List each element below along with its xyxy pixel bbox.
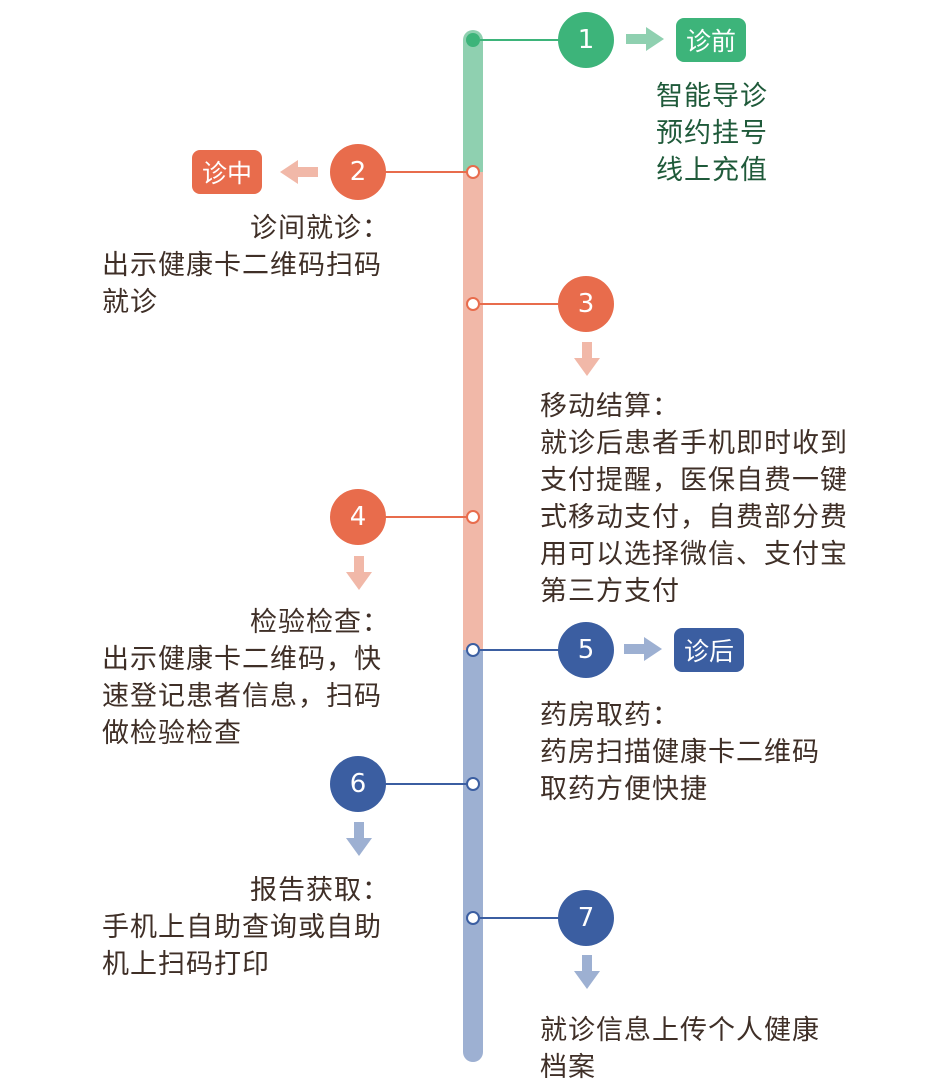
text-line: 线上充值 (656, 155, 768, 186)
timeline-node-7 (466, 911, 480, 925)
connector-5 (480, 649, 562, 651)
step-number: 5 (577, 635, 595, 665)
timeline-segment-post (463, 650, 483, 1062)
text-line: 第三方支付 (540, 576, 680, 607)
step-4-text: 检验检查： 出示健康卡二维码，快 速登记患者信息，扫码 做检验检查 (102, 604, 390, 752)
text-line: 检验检查： (250, 607, 390, 638)
phase-tag-during: 诊中 (192, 150, 263, 194)
step-6-circle: 6 (330, 756, 386, 812)
text-line: 药房扫描健康卡二维码 (540, 737, 820, 768)
arrow-down-icon (574, 955, 600, 989)
text-line: 预约挂号 (656, 118, 768, 149)
step-number: 4 (349, 502, 367, 532)
step-2-text: 诊间就诊： 出示健康卡二维码扫码 就诊 (102, 210, 390, 321)
connector-1 (480, 39, 562, 41)
connector-2 (384, 171, 468, 173)
arrow-down-icon (574, 342, 600, 376)
step-6-text: 报告获取： 手机上自助查询或自助 机上扫码打印 (102, 872, 390, 983)
timeline-node-1 (466, 33, 480, 47)
text-line: 智能导诊 (656, 81, 768, 112)
text-line: 就诊后患者手机即时收到 (540, 428, 848, 459)
step-3-text: 移动结算： 就诊后患者手机即时收到 支付提醒，医保自费一键 式移动支付，自费部分… (540, 388, 848, 610)
step-number: 6 (349, 769, 367, 799)
text-line: 诊间就诊： (250, 213, 390, 244)
text-line: 取药方便快捷 (540, 774, 708, 805)
timeline-node-2 (466, 165, 480, 179)
step-5-circle: 5 (558, 622, 614, 678)
step-7-text: 就诊信息上传个人健康 档案 (540, 1012, 820, 1086)
text-line: 用可以选择微信、支付宝 (540, 539, 848, 570)
text-line: 药房取药： (540, 700, 680, 731)
step-3-circle: 3 (558, 276, 614, 332)
step-2-circle: 2 (330, 144, 386, 200)
step-4-circle: 4 (330, 489, 386, 545)
step-7-circle: 7 (558, 890, 614, 946)
step-1-circle: 1 (558, 12, 614, 68)
timeline-node-6 (466, 777, 480, 791)
text-line: 移动结算： (540, 391, 680, 422)
text-line: 就诊 (102, 287, 158, 318)
text-line: 手机上自助查询或自助 (102, 912, 382, 943)
connector-6 (384, 783, 468, 785)
text-line: 报告获取： (250, 875, 390, 906)
text-line: 出示健康卡二维码扫码 (102, 250, 382, 281)
step-1-text: 智能导诊 预约挂号 线上充值 (656, 78, 768, 189)
text-line: 出示健康卡二维码，快 (102, 644, 382, 675)
timeline-segment-pre (463, 30, 483, 172)
phase-tag-post: 诊后 (674, 628, 745, 672)
text-line: 做检验检查 (102, 718, 242, 749)
arrow-down-icon (346, 822, 372, 856)
timeline-node-3 (466, 297, 480, 311)
phase-tag-pre: 诊前 (676, 18, 747, 62)
connector-4 (384, 516, 468, 518)
text-line: 就诊信息上传个人健康 (540, 1015, 820, 1046)
text-line: 机上扫码打印 (102, 949, 270, 980)
arrow-right-icon (624, 637, 662, 661)
step-number: 2 (349, 157, 367, 187)
arrow-left-icon (280, 160, 318, 184)
step-number: 3 (577, 289, 595, 319)
step-number: 1 (577, 25, 595, 55)
timeline-node-4 (466, 510, 480, 524)
timeline-node-5 (466, 643, 480, 657)
arrow-right-icon (626, 27, 664, 51)
text-line: 支付提醒，医保自费一键 (540, 465, 848, 496)
arrow-down-icon (346, 556, 372, 590)
timeline-segment-during (463, 172, 483, 650)
text-line: 速登记患者信息，扫码 (102, 681, 382, 712)
connector-7 (480, 917, 562, 919)
text-line: 式移动支付，自费部分费 (540, 502, 848, 533)
step-5-text: 药房取药： 药房扫描健康卡二维码 取药方便快捷 (540, 697, 820, 808)
text-line: 档案 (540, 1052, 596, 1083)
connector-3 (480, 303, 562, 305)
step-number: 7 (577, 903, 595, 933)
